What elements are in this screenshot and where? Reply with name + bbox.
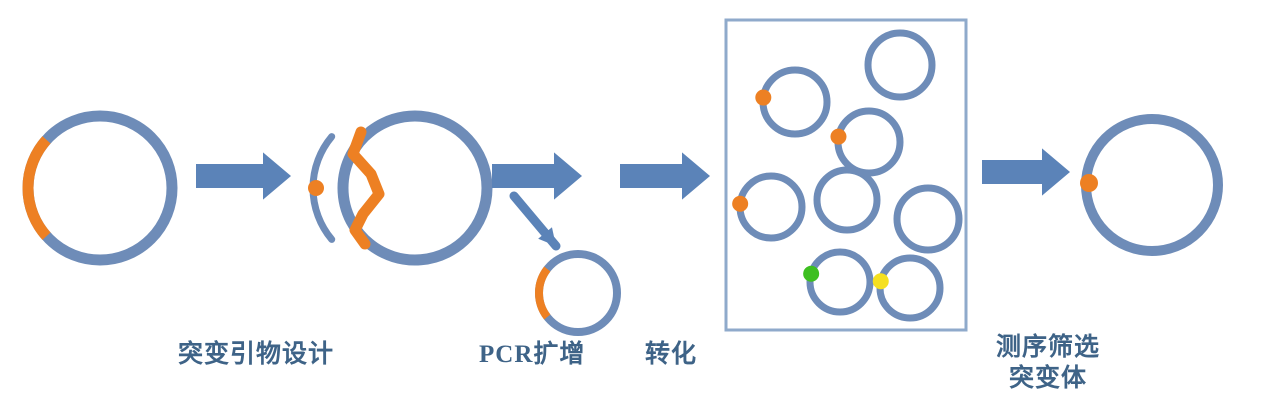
- colony-marker-dot-orange: [830, 128, 847, 145]
- plasmid-main-arc: [365, 110, 493, 266]
- caption-transformation: 转化: [645, 341, 698, 368]
- caption-pcr: PCR扩增: [479, 341, 586, 368]
- colony-marker-dot-yellow: [872, 273, 889, 290]
- arrow-to-screening: [982, 148, 1070, 196]
- arrow-to-transformation: [620, 152, 710, 200]
- caption-sequencing-screening: 测序筛选 突变体: [996, 333, 1100, 394]
- colony-plasmid-ring: [806, 248, 874, 316]
- diagonal-arrow-head: [538, 227, 556, 246]
- arrow-to-primer-design: [196, 152, 291, 200]
- colony-marker-dot-orange: [755, 89, 772, 106]
- colony-plasmids: [732, 29, 963, 322]
- template-plasmid: [22, 110, 178, 266]
- colony-plasmid-ring: [864, 29, 936, 101]
- caption-line-2: 突变体: [1009, 364, 1088, 392]
- mutation-site-arc: [535, 266, 551, 320]
- colony-plasmid-ring: [893, 184, 963, 254]
- colony-plasmid-ring: [813, 166, 881, 234]
- caption-primer-design: 突变引物设计: [178, 341, 335, 368]
- plasmid-ring: [22, 110, 178, 266]
- plasmid-ring: [535, 250, 621, 336]
- plasmid-ring: [1081, 114, 1223, 256]
- denatured-plasmid-with-primer: [308, 110, 493, 266]
- colony-marker-dot-green: [803, 265, 820, 282]
- mutation-site-dot: [1080, 174, 1098, 192]
- colony-marker-dot-orange: [732, 195, 749, 212]
- pcr-product-plasmid: [535, 250, 621, 336]
- mutagenic-primer-zigzag: [347, 126, 385, 250]
- transformation-colony-box: [724, 18, 968, 332]
- diagonal-arrow-to-pcr-product: [509, 191, 561, 251]
- mutation-site-dot: [308, 180, 324, 196]
- mutation-site-arc: [22, 136, 51, 240]
- selected-mutant-plasmid: [1080, 114, 1223, 256]
- arrow-to-pcr: [492, 152, 582, 200]
- caption-line-1: 测序筛选: [996, 334, 1101, 361]
